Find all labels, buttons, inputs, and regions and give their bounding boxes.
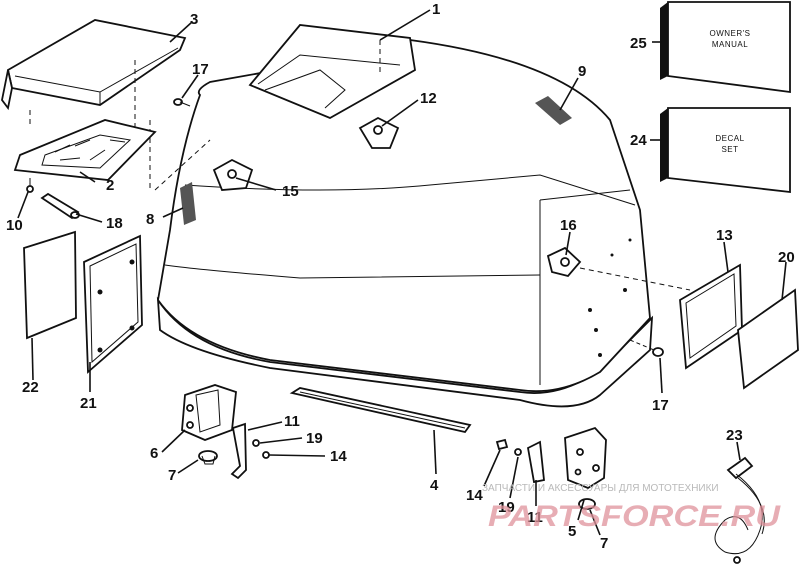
engine-cowl-part-1	[154, 24, 654, 408]
watermark-caption: ЗАПЧАСТИ И АКСЕССУАРЫ ДЛЯ МОТОТЕХНИКИ	[482, 483, 719, 494]
owners-manual-line2: MANUAL	[712, 40, 748, 49]
callout-17-lower: 17	[652, 397, 669, 414]
hinge-plate-part-5	[564, 426, 607, 490]
bracket-part-11-right	[526, 440, 545, 484]
decal-set-line1: DECAL	[715, 134, 744, 143]
owners-manual-line1: OWNER'S	[709, 29, 750, 38]
watermark-brand: PARTSFORCE.RU	[488, 500, 782, 533]
seal-part-8	[180, 182, 196, 225]
owners-manual-box-part-25: OWNER'S MANUAL	[660, 1, 791, 94]
screw-part-10	[26, 178, 34, 193]
callout-1: 1	[432, 1, 440, 18]
bracket-part-11-left	[230, 422, 247, 480]
hood-lid-part-3	[1, 19, 187, 190]
callout-3: 3	[190, 11, 198, 28]
washer-part-19-left	[252, 439, 260, 447]
screw-part-17-upper	[173, 98, 191, 107]
decal-panel-part-13	[679, 263, 743, 370]
callout-22: 22	[22, 379, 39, 396]
callout-16: 16	[560, 217, 577, 234]
callout-labels: 1 2 3 4 5 6 7 7 8 9 10 11 11 12 13 14 14…	[6, 1, 795, 552]
callout-25: 25	[630, 35, 647, 52]
callout-23: 23	[726, 427, 743, 444]
callout-13: 13	[716, 227, 733, 244]
callout-8: 8	[146, 211, 154, 228]
decal-panel-part-20	[737, 288, 799, 390]
callout-7-right: 7	[600, 535, 608, 552]
watermark: ЗАПЧАСТИ И АКСЕССУАРЫ ДЛЯ МОТОТЕХНИКИ PA…	[482, 483, 782, 533]
callout-4: 4	[430, 477, 439, 494]
callout-19-left: 19	[306, 430, 323, 447]
screw-part-14-left	[262, 451, 270, 459]
callout-19-right: 19	[498, 499, 515, 516]
screw-part-14-right	[495, 438, 509, 451]
callout-5: 5	[568, 523, 576, 540]
callout-12: 12	[420, 90, 437, 107]
callout-11-left: 11	[284, 413, 300, 430]
callout-21: 21	[80, 395, 97, 412]
decal-set-line2: SET	[721, 145, 738, 154]
intake-grille-part-2	[13, 119, 157, 181]
leader-lines	[17, 9, 787, 536]
plug-part-18	[40, 192, 80, 220]
latch-part-15	[212, 158, 254, 191]
decal-set-box-part-24: DECAL SET	[660, 107, 791, 194]
latch-part-12	[358, 116, 400, 149]
callout-7-left: 7	[168, 467, 176, 484]
callout-15: 15	[282, 183, 299, 200]
callout-10: 10	[6, 217, 23, 234]
decal-panel-part-22	[23, 230, 77, 340]
cable-part-23	[714, 456, 765, 564]
callout-6: 6	[150, 445, 158, 462]
screw-part-17-lower	[629, 339, 664, 357]
callout-14-right: 14	[466, 487, 483, 504]
callout-18: 18	[106, 215, 123, 232]
washer-part-19-right	[514, 448, 522, 456]
callout-20: 20	[778, 249, 795, 266]
callout-24: 24	[630, 132, 647, 149]
grommet-part-16	[546, 246, 691, 291]
callout-14-left: 14	[330, 448, 347, 465]
callout-2: 2	[106, 177, 114, 194]
rubber-foot-part-7-left	[198, 450, 218, 465]
seal-part-9	[535, 96, 572, 125]
trim-strip-part-4	[289, 387, 472, 434]
callout-11-right: 11	[527, 509, 543, 526]
cover-plate-part-21	[83, 234, 143, 374]
hinge-bracket-part-6	[181, 384, 237, 441]
callout-9: 9	[578, 63, 586, 80]
callout-17-upper: 17	[192, 61, 209, 78]
